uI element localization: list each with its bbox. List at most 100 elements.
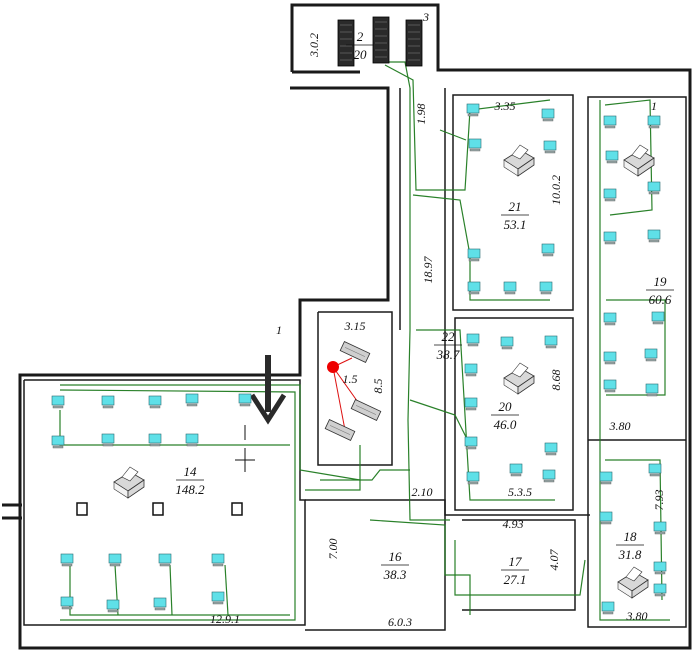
computer-icon <box>603 231 617 245</box>
dimension-label: 5.3.5 <box>508 485 532 499</box>
dimension-label: 12.9.1 <box>210 612 240 626</box>
computer-icon <box>603 379 617 393</box>
computer-icon <box>466 103 480 117</box>
printer-icon <box>503 144 535 177</box>
network-switch-icon <box>324 419 356 441</box>
server-rack-icon <box>372 16 390 64</box>
computer-icon <box>148 433 162 447</box>
room-number: 21 <box>509 199 522 214</box>
computer-icon <box>60 596 74 610</box>
computer-icon <box>651 311 665 325</box>
dimension-label: 1 <box>651 99 657 113</box>
printer-icon <box>617 566 649 599</box>
network-switches <box>324 341 382 441</box>
room-area: 38.3 <box>383 567 407 582</box>
computer-icon <box>542 469 556 483</box>
computer-icon <box>647 181 661 195</box>
computer-icon <box>464 436 478 450</box>
printer-icon <box>113 466 145 499</box>
computer-icon <box>51 435 65 449</box>
room-label: 18 31.8 <box>616 529 644 562</box>
room-label: 14 148.2 <box>175 464 205 497</box>
computer-icon <box>541 243 555 257</box>
computer-icon <box>464 397 478 411</box>
dimension-label: 1.98 <box>414 104 428 125</box>
computer-icon <box>648 463 662 477</box>
computer-icon <box>60 553 74 567</box>
dimension-label: 7.00 <box>326 539 340 560</box>
server-rack-icon <box>405 19 423 67</box>
dimension-label: 1.5 <box>343 372 358 386</box>
columns <box>76 502 243 516</box>
dimension-label: 3.80 <box>609 419 631 433</box>
room-area: 53.1 <box>504 217 527 232</box>
computer-icon <box>238 393 252 407</box>
printers <box>113 144 655 599</box>
computer-icon <box>158 553 172 567</box>
printer-icon <box>623 144 655 177</box>
patch-wiring <box>327 357 361 431</box>
room-area: 148.2 <box>175 482 205 497</box>
room-area: 20 <box>354 47 368 62</box>
network-switch-icon <box>350 399 382 421</box>
computer-icon <box>653 521 667 535</box>
room-number: 18 <box>624 529 638 544</box>
workstations <box>51 103 667 615</box>
computer-icon <box>539 281 553 295</box>
room-number: 22 <box>442 329 456 344</box>
dimension-label: 3.35 <box>494 99 516 113</box>
computer-icon <box>466 333 480 347</box>
computer-icon <box>603 351 617 365</box>
computer-icon <box>603 312 617 326</box>
computer-icon <box>541 108 555 122</box>
room-number: 17 <box>509 554 523 569</box>
room-area: 46.0 <box>494 417 517 432</box>
computer-icon <box>647 229 661 243</box>
computer-icon <box>605 150 619 164</box>
computer-icon <box>211 553 225 567</box>
computer-icon <box>101 433 115 447</box>
dimension-label: 4.07 <box>547 549 561 571</box>
room-label: 20 46.0 <box>491 399 519 432</box>
computer-icon <box>185 433 199 447</box>
dimension-label: 3.15 <box>344 319 366 333</box>
room-number: 2 <box>357 29 364 44</box>
computer-icon <box>653 561 667 575</box>
computer-icon <box>601 601 615 615</box>
computer-icon <box>603 188 617 202</box>
room-area: 60.6 <box>649 292 672 307</box>
dimension-label: 4.93 <box>503 517 524 531</box>
computer-icon <box>543 140 557 154</box>
dimension-label: 3.0.2 <box>307 33 321 58</box>
computer-icon <box>544 335 558 349</box>
computer-icon <box>500 336 514 350</box>
computer-icon <box>647 115 661 129</box>
computer-icon <box>153 597 167 611</box>
computer-icon <box>468 138 482 152</box>
computer-icon <box>101 395 115 409</box>
room-area: 31.8 <box>618 547 642 562</box>
dimension-label: 1 <box>276 323 282 337</box>
server-rack-icon <box>337 19 355 67</box>
server-racks <box>337 16 423 67</box>
computer-icon <box>185 393 199 407</box>
computer-icon <box>108 553 122 567</box>
computer-icon <box>645 383 659 397</box>
room-number: 14 <box>184 464 198 479</box>
room-number: 20 <box>499 399 513 414</box>
computer-icon <box>466 471 480 485</box>
computer-icon <box>464 363 478 377</box>
computer-icon <box>503 281 517 295</box>
room-labels: 22014148.21638.31727.11831.81960.62046.0… <box>175 29 674 587</box>
dimension-label: 10.0.2 <box>549 175 563 205</box>
computer-icon <box>509 463 523 477</box>
reference-marks <box>235 425 255 472</box>
computer-icon <box>211 591 225 605</box>
computer-icon <box>599 511 613 525</box>
dimension-label: 6.0.3 <box>388 615 412 629</box>
dimension-label: 7.93 <box>652 490 666 511</box>
